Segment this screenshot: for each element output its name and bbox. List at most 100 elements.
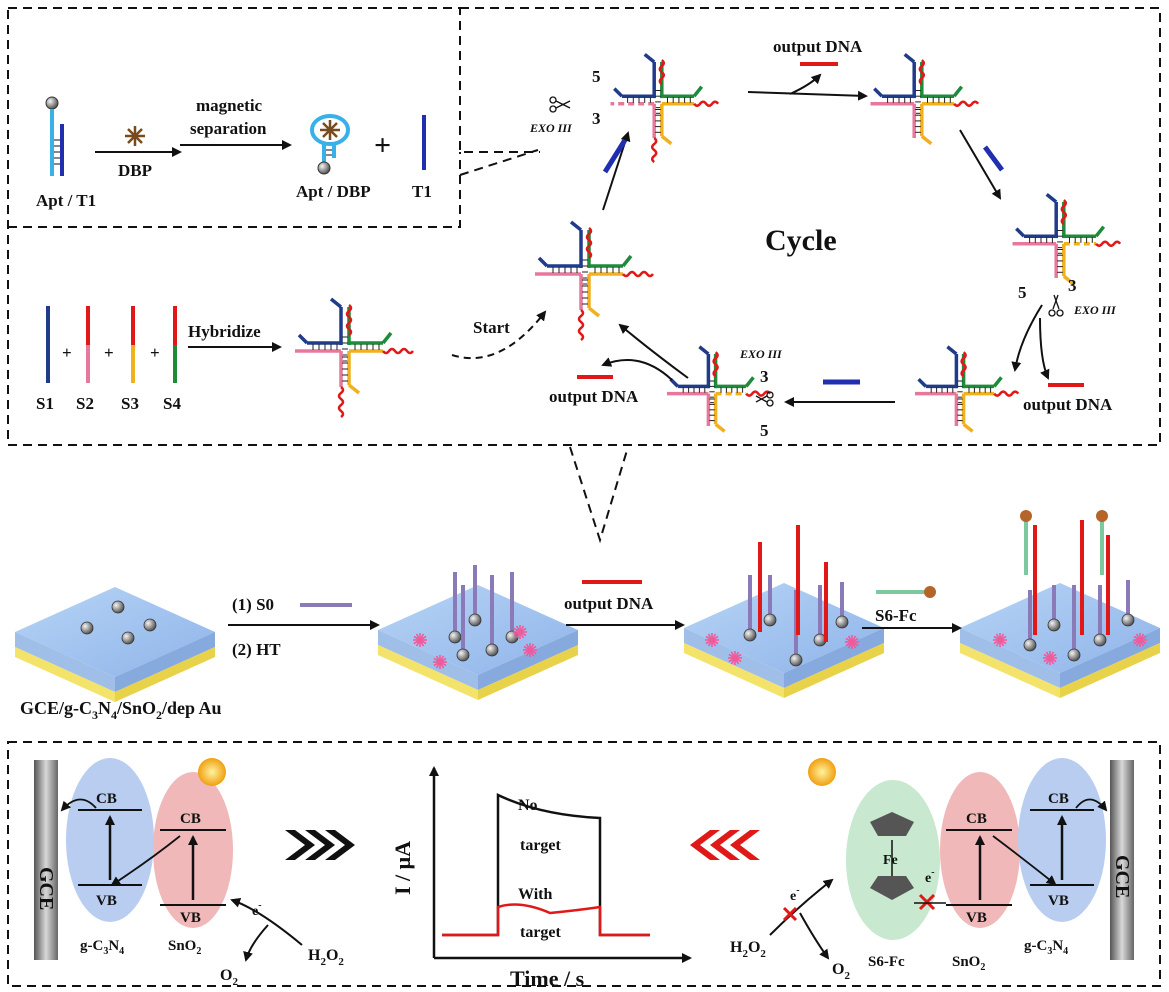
cycle-label: Cycle (765, 224, 837, 257)
h2o2-arrow (230, 897, 303, 946)
apt-t1-label: Apt / T1 (36, 191, 96, 210)
panel-connector (569, 446, 629, 544)
dbp-label: DBP (118, 161, 152, 180)
end3-label-1: 3 (592, 109, 601, 128)
blocked-cross-icon (782, 906, 798, 922)
exo-label-3: EXO III (739, 347, 783, 361)
vb-label-right-1: VB (966, 910, 987, 926)
target-label-1: target (520, 837, 562, 854)
release-arrow-1 (789, 73, 822, 95)
y-axis-label: I / μA (390, 841, 415, 895)
sno2-left-label: SnO2 (168, 938, 201, 957)
o2-label-left: O2 (220, 967, 238, 988)
cb-label-right-2: CB (1048, 791, 1069, 807)
output-dna-label-2: output DNA (1023, 395, 1113, 414)
electrode-plates (15, 583, 1160, 702)
s4-label: S4 (163, 394, 181, 413)
apt-t1-duplex (45, 96, 64, 176)
t1-piece-1 (982, 145, 1005, 172)
end5-label-3: 5 (760, 421, 769, 440)
photocurrent-plot: I / μA Time / s No target With target (390, 766, 692, 991)
scissors-icon (549, 96, 571, 113)
cycle-arrow-5 (618, 323, 689, 379)
inset-pointer (459, 149, 539, 176)
gce-right-label: GCE (1111, 855, 1133, 898)
s3-label: S3 (121, 394, 139, 413)
plus-3: + (150, 343, 160, 362)
x-axis-label: Time / s (510, 966, 585, 991)
vb-label-right-2: VB (1048, 893, 1069, 909)
fc-ellipse (846, 780, 940, 940)
release-arrow-2 (1039, 317, 1050, 380)
end5-label-2: 5 (1018, 283, 1027, 302)
output-dna-middle-label: output DNA (564, 594, 654, 613)
no-target-trace (442, 793, 650, 937)
end5-label-1: 5 (592, 67, 601, 86)
dna-probes (80, 510, 1147, 669)
apt-dbp-label: Apt / DBP (296, 182, 371, 201)
output-dna-label-3: output DNA (549, 387, 639, 406)
gc3n4-left-label: g-C3N4 (80, 938, 124, 957)
with-target-trace (442, 903, 650, 937)
apt-dbp-complex (310, 114, 350, 175)
h2o2-label-right: H2O2 (730, 939, 766, 960)
chevron-left-icon (690, 830, 760, 860)
start-arrow (451, 310, 547, 360)
cb-label-right-1: CB (966, 811, 987, 827)
dbp-star-icon (125, 126, 145, 146)
electron-label-left: e- (252, 900, 262, 919)
sno2-right-label: SnO2 (952, 954, 985, 973)
exo-label-1: EXO III (529, 121, 573, 135)
electron-label-right-2: e- (790, 885, 800, 904)
sun-icon (808, 758, 836, 786)
gce-left-label: GCE (35, 867, 57, 910)
end3-label-3: 3 (760, 367, 769, 386)
release-arrow-3 (601, 357, 673, 381)
chevron-right-icon (285, 830, 355, 860)
electron-transfer-arrow (110, 835, 181, 887)
electrode-label: GCE/g-C3N4/SnO2/dep Au (20, 698, 222, 722)
s6fc-bottom-label: S6-Fc (868, 954, 905, 970)
gc3n4-right-label: g-C3N4 (1024, 938, 1068, 957)
end3-label-2: 3 (1068, 276, 1077, 295)
s1-label: S1 (36, 394, 54, 413)
fc-bead-icon (924, 586, 936, 598)
output-dna-label-1: output DNA (773, 37, 863, 56)
start-label: Start (473, 318, 510, 337)
sun-icon (198, 758, 226, 786)
bottom-panel-border (7, 741, 1161, 987)
electron-transfer-arrow (60, 798, 97, 812)
cycle-arrow-3 (1011, 304, 1043, 372)
plus-1: + (62, 343, 72, 362)
blocked-cross-icon (918, 893, 936, 911)
ferrocene-icon (870, 812, 914, 900)
with-label: With (518, 886, 552, 903)
magnetic-label: magnetic (196, 96, 263, 115)
top-panel: Apt / T1 DBP magnetic separation Apt / D… (7, 7, 1161, 544)
o2-arrow-right (799, 912, 830, 960)
middle-panel: (1) S0 (2) HT output DNA S6-Fc GCE/g-C3N… (15, 510, 1160, 722)
electron-transfer-arrow (992, 835, 1057, 886)
top-panel-border (7, 7, 1161, 446)
t1-label: T1 (412, 182, 432, 201)
hybridize-label: Hybridize (188, 322, 261, 341)
cb-label-left-2: CB (180, 811, 201, 827)
plus-2: + (104, 343, 114, 362)
plus-sign: + (374, 129, 391, 162)
vb-label-left-2: VB (180, 910, 201, 926)
bottom-panel: GCE CB VB CB VB e- H2O2 O2 g-C3N4 SnO2 (7, 741, 1161, 991)
gce-right-electrode (1110, 760, 1134, 960)
s2-label: S2 (76, 394, 94, 413)
vb-label-left-1: VB (96, 893, 117, 909)
target-label-2: target (520, 924, 562, 941)
step2-label: (2) HT (232, 640, 281, 659)
scissors-icon (755, 391, 774, 407)
exo-label-2: EXO III (1073, 303, 1117, 317)
inset-border (8, 152, 461, 228)
electron-label-right: e- (925, 867, 935, 886)
fe-label: Fe (883, 853, 898, 868)
electron-transfer-arrow (1075, 798, 1108, 812)
cycle-arrow-2 (959, 129, 1002, 200)
scissors-icon (1048, 294, 1064, 317)
